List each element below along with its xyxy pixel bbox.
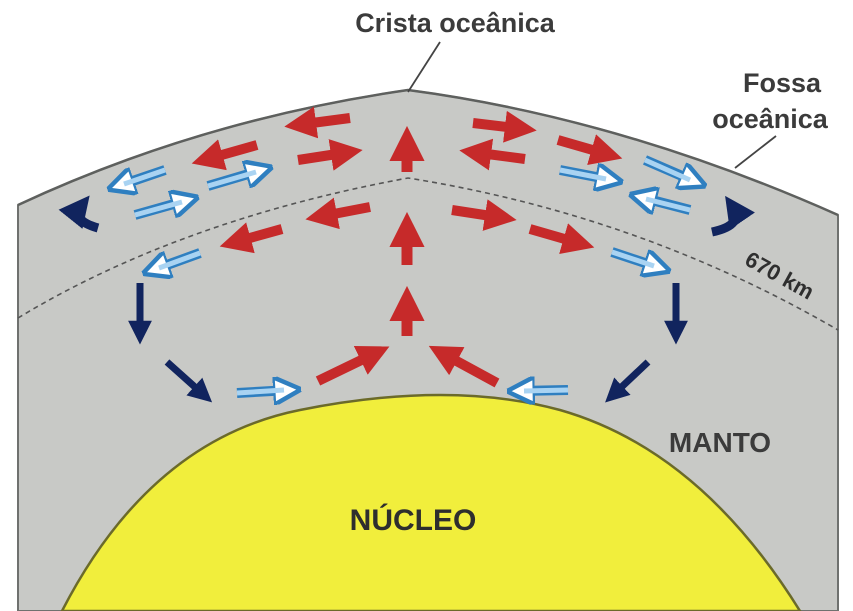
- crest-pointer-line: [408, 42, 440, 92]
- red-arrow-left: [297, 118, 350, 125]
- trench-label-line1: Fossa: [743, 68, 822, 98]
- trench-label-line2: oceânica: [712, 104, 829, 134]
- core-label: NÚCLEO: [350, 503, 477, 537]
- mantle-label: MANTO: [669, 427, 771, 458]
- trench-pointer-line: [735, 136, 776, 168]
- red-arrow-right: [473, 123, 524, 129]
- red-arrow-right: [472, 152, 525, 159]
- crest-label: Crista oceânica: [355, 8, 556, 38]
